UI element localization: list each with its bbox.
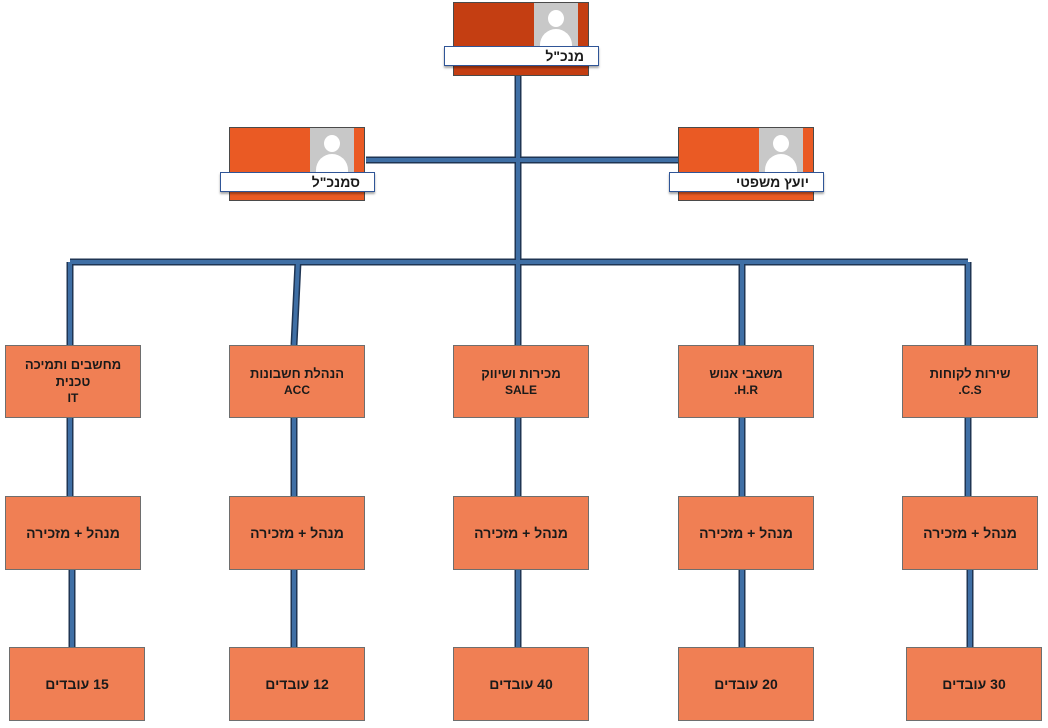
employees-box[interactable]: 30 עובדים [906,647,1042,721]
manager-box[interactable]: מנהל + מזכירה [678,496,814,570]
manager-box[interactable]: מנהל + מזכירה [5,496,141,570]
department-name: שירות לקוחות [929,365,1011,381]
department-code: ACC [284,382,310,397]
department-box-acc[interactable]: הנהלת חשבונות ACC [229,345,365,418]
manager-box[interactable]: מנהל + מזכירה [902,496,1038,570]
department-name-line1: מחשבים ותמיכה [24,357,122,372]
employees-box[interactable]: 12 עובדים [229,647,365,721]
person-placeholder-icon [759,128,803,172]
department-box-hr[interactable]: משאבי אנוש H.R. [678,345,814,418]
department-code: C.S. [958,382,982,397]
department-box-it[interactable]: מחשבים ותמיכה טכנית IT [5,345,141,418]
department-name: הנהלת חשבונות [250,365,344,381]
manager-box[interactable]: מנהל + מזכירה [229,496,365,570]
department-name: משאבי אנוש [709,365,783,381]
deputy-label: סמנכ"ל [220,172,375,192]
employees-box[interactable]: 40 עובדים [453,647,589,721]
person-placeholder-icon [310,128,354,172]
legal-advisor-label: יועץ משפטי [669,172,824,192]
employees-box[interactable]: 20 עובדים [678,647,814,721]
person-placeholder-icon [534,3,578,47]
department-name-line2: טכנית [55,374,91,389]
department-name: מכירות ושיווק [481,365,561,381]
department-code: H.R. [734,382,759,397]
connector-fill [68,76,972,647]
department-box-cs[interactable]: שירות לקוחות C.S. [902,345,1038,418]
department-code: IT [67,391,79,405]
manager-box[interactable]: מנהל + מזכירה [453,496,589,570]
ceo-label: מנכ"ל [444,46,599,66]
department-box-sale[interactable]: מכירות ושיווק SALE [453,345,589,418]
department-code: SALE [505,382,538,397]
employees-box[interactable]: 15 עובדים [9,647,145,721]
